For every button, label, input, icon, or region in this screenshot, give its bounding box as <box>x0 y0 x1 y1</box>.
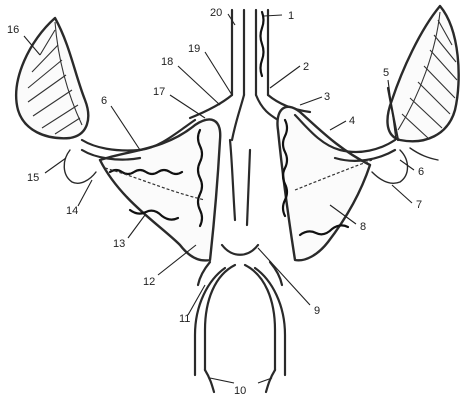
uterine-body-center <box>222 140 258 255</box>
label-2: 2 <box>303 61 309 73</box>
label-6-right: 6 <box>418 166 424 178</box>
label-18: 18 <box>161 56 173 68</box>
label-8: 8 <box>360 221 366 233</box>
label-16: 16 <box>7 24 19 36</box>
label-15: 15 <box>27 172 39 184</box>
label-20: 20 <box>210 7 222 19</box>
right-ovary <box>387 6 458 141</box>
label-6-left: 6 <box>101 95 107 107</box>
label-12: 12 <box>143 276 155 288</box>
label-4: 4 <box>349 115 355 127</box>
label-1: 1 <box>288 10 294 22</box>
label-17: 17 <box>153 86 165 98</box>
label-7: 7 <box>416 199 422 211</box>
central-vessels-top <box>232 10 268 95</box>
lower-vessels <box>195 262 285 392</box>
label-5: 5 <box>383 67 389 79</box>
right-uterine-horn <box>277 107 372 261</box>
label-11: 11 <box>179 313 190 325</box>
label-10: 10 <box>234 385 246 397</box>
label-3: 3 <box>324 91 330 103</box>
label-14: 14 <box>66 205 78 217</box>
left-ovary <box>16 18 88 138</box>
label-13: 13 <box>113 238 125 250</box>
label-19: 19 <box>188 43 200 55</box>
label-9: 9 <box>314 305 320 317</box>
